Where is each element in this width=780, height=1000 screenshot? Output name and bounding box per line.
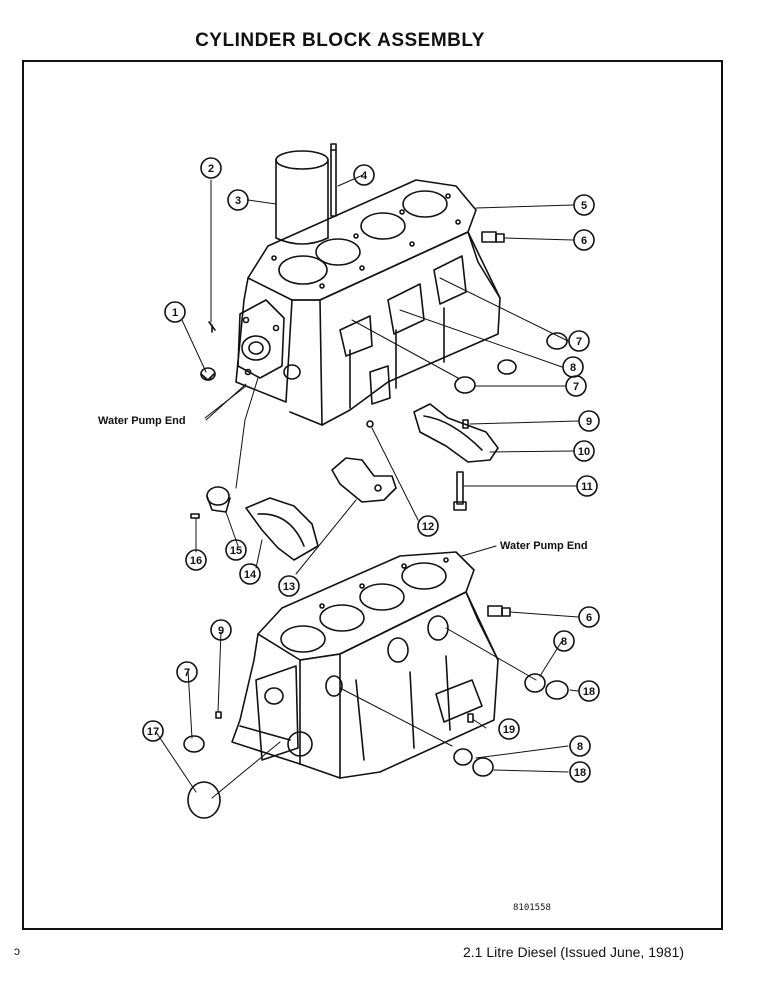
callout-7-a [568,330,590,352]
footer-page-mark: ↄ [14,944,20,958]
callout-number: 18 [574,767,586,779]
callout-numbers: 1 2 3 4 5 6 7 8 7 9 10 11 12 13 14 15 16… [147,163,595,779]
callout-6-lower [578,606,600,628]
callout-number: 16 [190,555,202,567]
stud [330,143,337,217]
water-pump-housing [206,486,231,513]
callout-number: 19 [503,724,515,736]
drain-plug-upper [481,231,505,243]
callout-16 [185,549,207,571]
callout-9-upper [578,410,600,432]
diagram-frame [22,60,723,930]
plug-1 [200,367,216,381]
callout-15 [225,539,247,561]
callout-number: 7 [576,336,582,348]
callout-18-b [569,761,591,783]
callout-1 [164,301,186,323]
callout-number: 6 [581,235,587,247]
callout-17 [142,720,164,742]
callout-number: 14 [244,569,257,581]
leader-lines-lower [155,545,579,799]
drain-plug-lower [487,605,511,617]
callout-number: 7 [573,381,579,393]
dowel-pin [208,321,216,333]
callout-number: 9 [586,416,592,428]
water-pump-end-label-lower: Water Pump End [500,540,588,552]
callout-8-lower-b [569,735,591,757]
page-title: CYLINDER BLOCK ASSEMBLY [195,30,485,51]
blanking-plate [187,781,221,819]
text-labels: Water Pump End Water Pump End 8101558 [98,415,588,913]
callout-number: 8 [570,362,576,374]
callout-19 [498,718,520,740]
thrust-bearing-cap [245,497,319,561]
callout-2 [200,157,222,179]
callout-number: 8 [577,741,583,753]
figure-number: 8101558 [513,903,551,913]
callout-number: 4 [361,170,368,182]
callout-7-lower [176,661,198,683]
callout-number: 9 [218,625,224,637]
callout-6-upper [573,229,595,251]
callout-number: 12 [422,521,434,533]
callout-5 [573,194,595,216]
main-bearing-cap-10 [413,403,499,463]
callout-number: 1 [172,307,178,319]
callout-number: 13 [283,581,295,593]
callout-number: 5 [581,200,587,212]
callout-number: 18 [583,686,595,698]
callout-4 [353,164,375,186]
upper-cylinder-block [235,179,501,426]
pin-16 [190,513,200,519]
callout-3 [227,189,249,211]
lower-cylinder-block [231,551,499,779]
callout-14 [239,563,261,585]
callout-number: 2 [208,163,214,175]
callout-9-lower [210,619,232,641]
callout-18-a [578,680,600,702]
callout-number: 7 [184,667,190,679]
dowel-12 [366,420,374,428]
water-pump-end-leader-upper [205,383,247,421]
callout-number: 10 [578,446,590,458]
dowel-19 [467,713,474,723]
main-bearing-cap-13 [331,457,397,503]
water-pump-end-label-upper: Water Pump End [98,415,186,427]
callout-11 [576,475,598,497]
callout-number: 6 [586,612,592,624]
callout-12 [417,515,439,537]
callout-8-lower-a [553,630,575,652]
callout-7-b [565,375,587,397]
cylinder-liner [275,150,329,245]
callout-number: 3 [235,195,241,207]
bearing-cap-bolt [453,471,467,511]
callout-number: 11 [581,481,593,493]
callout-13 [278,575,300,597]
footer-publication-info: 2.1 Litre Diesel (Issued June, 1981) [462,944,684,960]
callout-number: 17 [147,726,159,738]
dowel-9-lower [215,711,222,719]
callout-number: 15 [230,545,242,557]
leader-lines-upper [181,174,579,575]
cup-plugs-lower [183,673,569,777]
callouts [142,157,600,783]
callout-number: 8 [561,636,567,648]
callout-10 [573,440,595,462]
